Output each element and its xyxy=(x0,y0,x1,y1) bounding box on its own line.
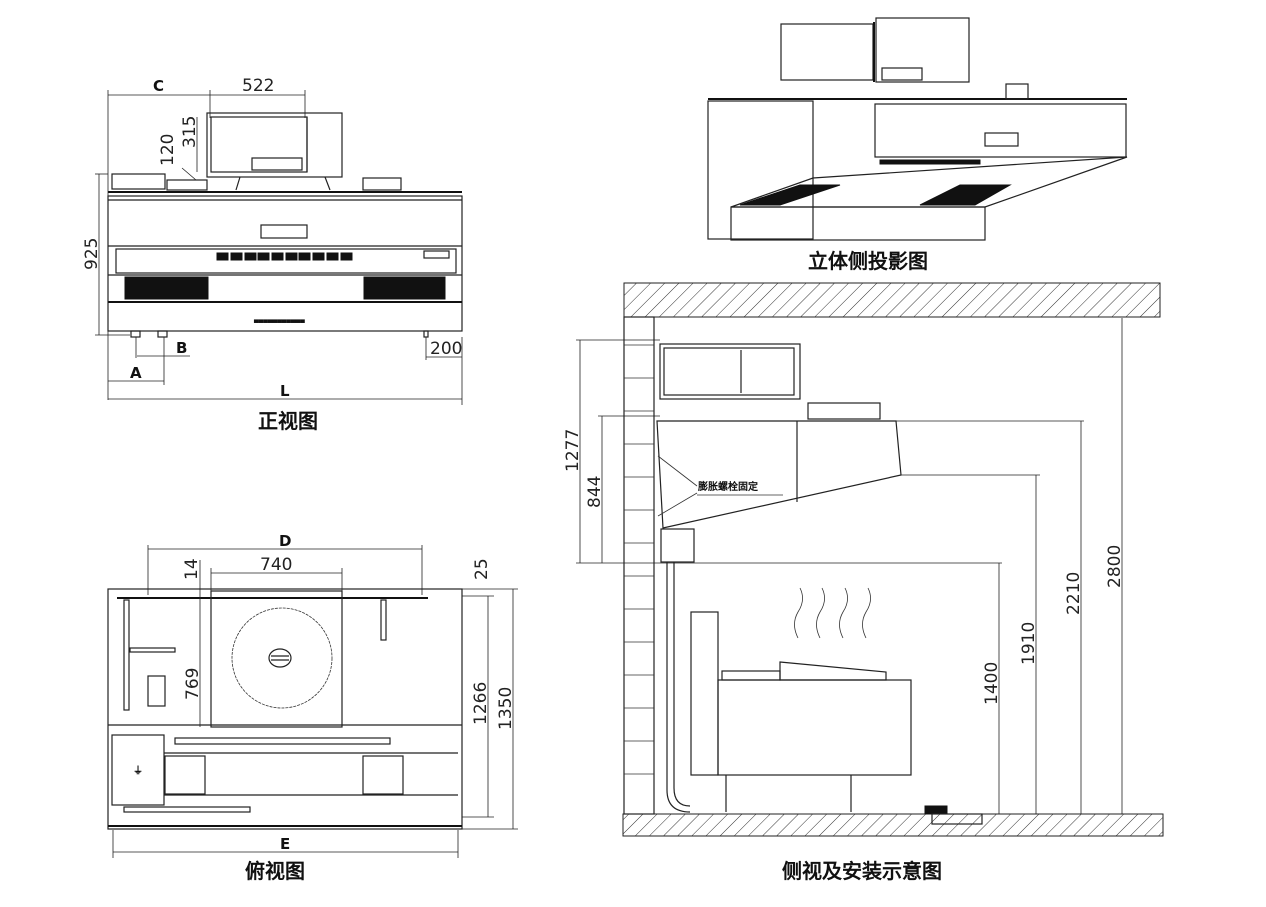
control-box xyxy=(111,173,166,190)
bracket xyxy=(123,599,130,711)
steam-icon xyxy=(794,587,871,639)
dim-844: 844 xyxy=(585,476,605,508)
front-view-caption: 正视图 xyxy=(258,409,318,433)
dim-leader-120 xyxy=(181,167,197,181)
filter-box xyxy=(362,755,404,795)
fan-circle xyxy=(231,607,333,709)
fan-hub xyxy=(268,648,292,668)
dim-1277: 1277 xyxy=(563,429,583,472)
fan-box-inner xyxy=(210,116,308,173)
side-view: 膨胀螺栓固定 1277 844 1400 1910 xyxy=(563,282,1164,883)
dim-1266: 1266 xyxy=(471,682,491,725)
front-view: ▀▀▀▀▀▀▀▀▀▀▀ C 522 315 120 925 B A 200 L … xyxy=(82,76,463,433)
side-fan-box xyxy=(659,343,801,400)
outlet xyxy=(423,330,429,338)
bolt-note: 膨胀螺栓固定 xyxy=(698,480,758,493)
iso-view-caption: 立体侧投影图 xyxy=(808,249,928,273)
top-view-caption: 俯视图 xyxy=(245,859,305,883)
iso-filter-left xyxy=(739,184,841,206)
rail-block xyxy=(362,177,402,191)
top-view: ⏚ D 740 14 769 25 1266 1350 E 俯视图 xyxy=(107,532,518,883)
wall-bricks xyxy=(624,344,654,775)
outlet xyxy=(157,330,168,338)
iso-filter-right xyxy=(919,184,1012,206)
side-hood xyxy=(656,420,902,529)
floor-drain xyxy=(924,805,948,815)
indicator xyxy=(423,250,450,259)
iso-front-lip xyxy=(730,206,986,241)
dim-E: E xyxy=(280,835,290,853)
hood-body xyxy=(107,195,463,332)
dim-200: 200 xyxy=(430,339,462,359)
bracket xyxy=(380,599,387,641)
iso-side-panel xyxy=(707,100,814,240)
iso-display xyxy=(984,132,1019,147)
dim-L: L xyxy=(280,382,290,400)
iso-box xyxy=(1005,83,1029,100)
drain-pipe xyxy=(666,562,691,813)
ground-symbol-icon: ⏚ xyxy=(133,765,143,777)
dim-25: 25 xyxy=(472,558,492,580)
dim-740: 740 xyxy=(260,555,292,575)
fan-box-right xyxy=(875,17,970,83)
outlet xyxy=(130,330,141,338)
fan-motor xyxy=(881,67,923,81)
fan-plate xyxy=(210,590,343,728)
filter-left xyxy=(124,276,209,300)
rail-block xyxy=(166,179,208,191)
rail xyxy=(123,806,251,813)
fan-leg xyxy=(235,176,241,191)
stove-pan xyxy=(779,661,887,681)
dim-522: 522 xyxy=(242,76,274,96)
top-outline xyxy=(107,588,463,830)
dim-14: 14 xyxy=(182,558,202,580)
vent-slots xyxy=(216,252,353,261)
side-view-caption: 侧视及安装示意图 xyxy=(782,859,942,883)
dim-769: 769 xyxy=(183,668,203,700)
wall xyxy=(623,316,655,815)
vent-panel xyxy=(115,248,457,274)
dim-B: B xyxy=(176,339,187,357)
electrical-box xyxy=(111,734,165,806)
ceiling xyxy=(623,282,1161,318)
stove-back xyxy=(690,611,719,776)
dim-120: 120 xyxy=(158,134,178,166)
dim-D: D xyxy=(279,532,291,550)
dim-1350: 1350 xyxy=(496,687,516,730)
dim-315: 315 xyxy=(180,116,200,148)
floor-trench xyxy=(931,813,983,825)
dim-1400: 1400 xyxy=(982,662,1002,705)
nameplate-text: ▀▀▀▀▀▀▀▀▀▀▀ xyxy=(253,319,305,327)
bolt-leader xyxy=(657,492,698,517)
iso-vent-strip xyxy=(879,159,981,165)
drain-pipe-inner xyxy=(673,562,691,807)
dim-2800: 2800 xyxy=(1105,545,1125,588)
filter-right xyxy=(363,276,446,300)
floor xyxy=(622,813,1164,837)
fan-box xyxy=(206,112,343,178)
junction-box xyxy=(147,675,166,707)
dim-A: A xyxy=(130,364,142,382)
bracket xyxy=(129,647,176,653)
dim-2210: 2210 xyxy=(1064,572,1084,615)
fan-motor xyxy=(251,157,303,171)
fan-box-left xyxy=(780,23,874,81)
dim-925: 925 xyxy=(82,238,102,270)
dim-C: C xyxy=(153,77,164,95)
iso-front-panel xyxy=(874,103,1127,158)
stove-top xyxy=(721,670,781,681)
bolt-leader xyxy=(657,455,698,487)
filter-box xyxy=(164,755,206,795)
stove-body xyxy=(717,679,912,776)
display-panel xyxy=(260,224,308,239)
iso-view: 立体侧投影图 xyxy=(707,17,1128,273)
fan-leg xyxy=(324,176,331,191)
oil-cup xyxy=(660,528,695,563)
side-box xyxy=(807,402,881,420)
dim-1910: 1910 xyxy=(1019,622,1039,665)
side-fan-inner xyxy=(663,347,795,396)
drain-channel xyxy=(174,737,391,745)
